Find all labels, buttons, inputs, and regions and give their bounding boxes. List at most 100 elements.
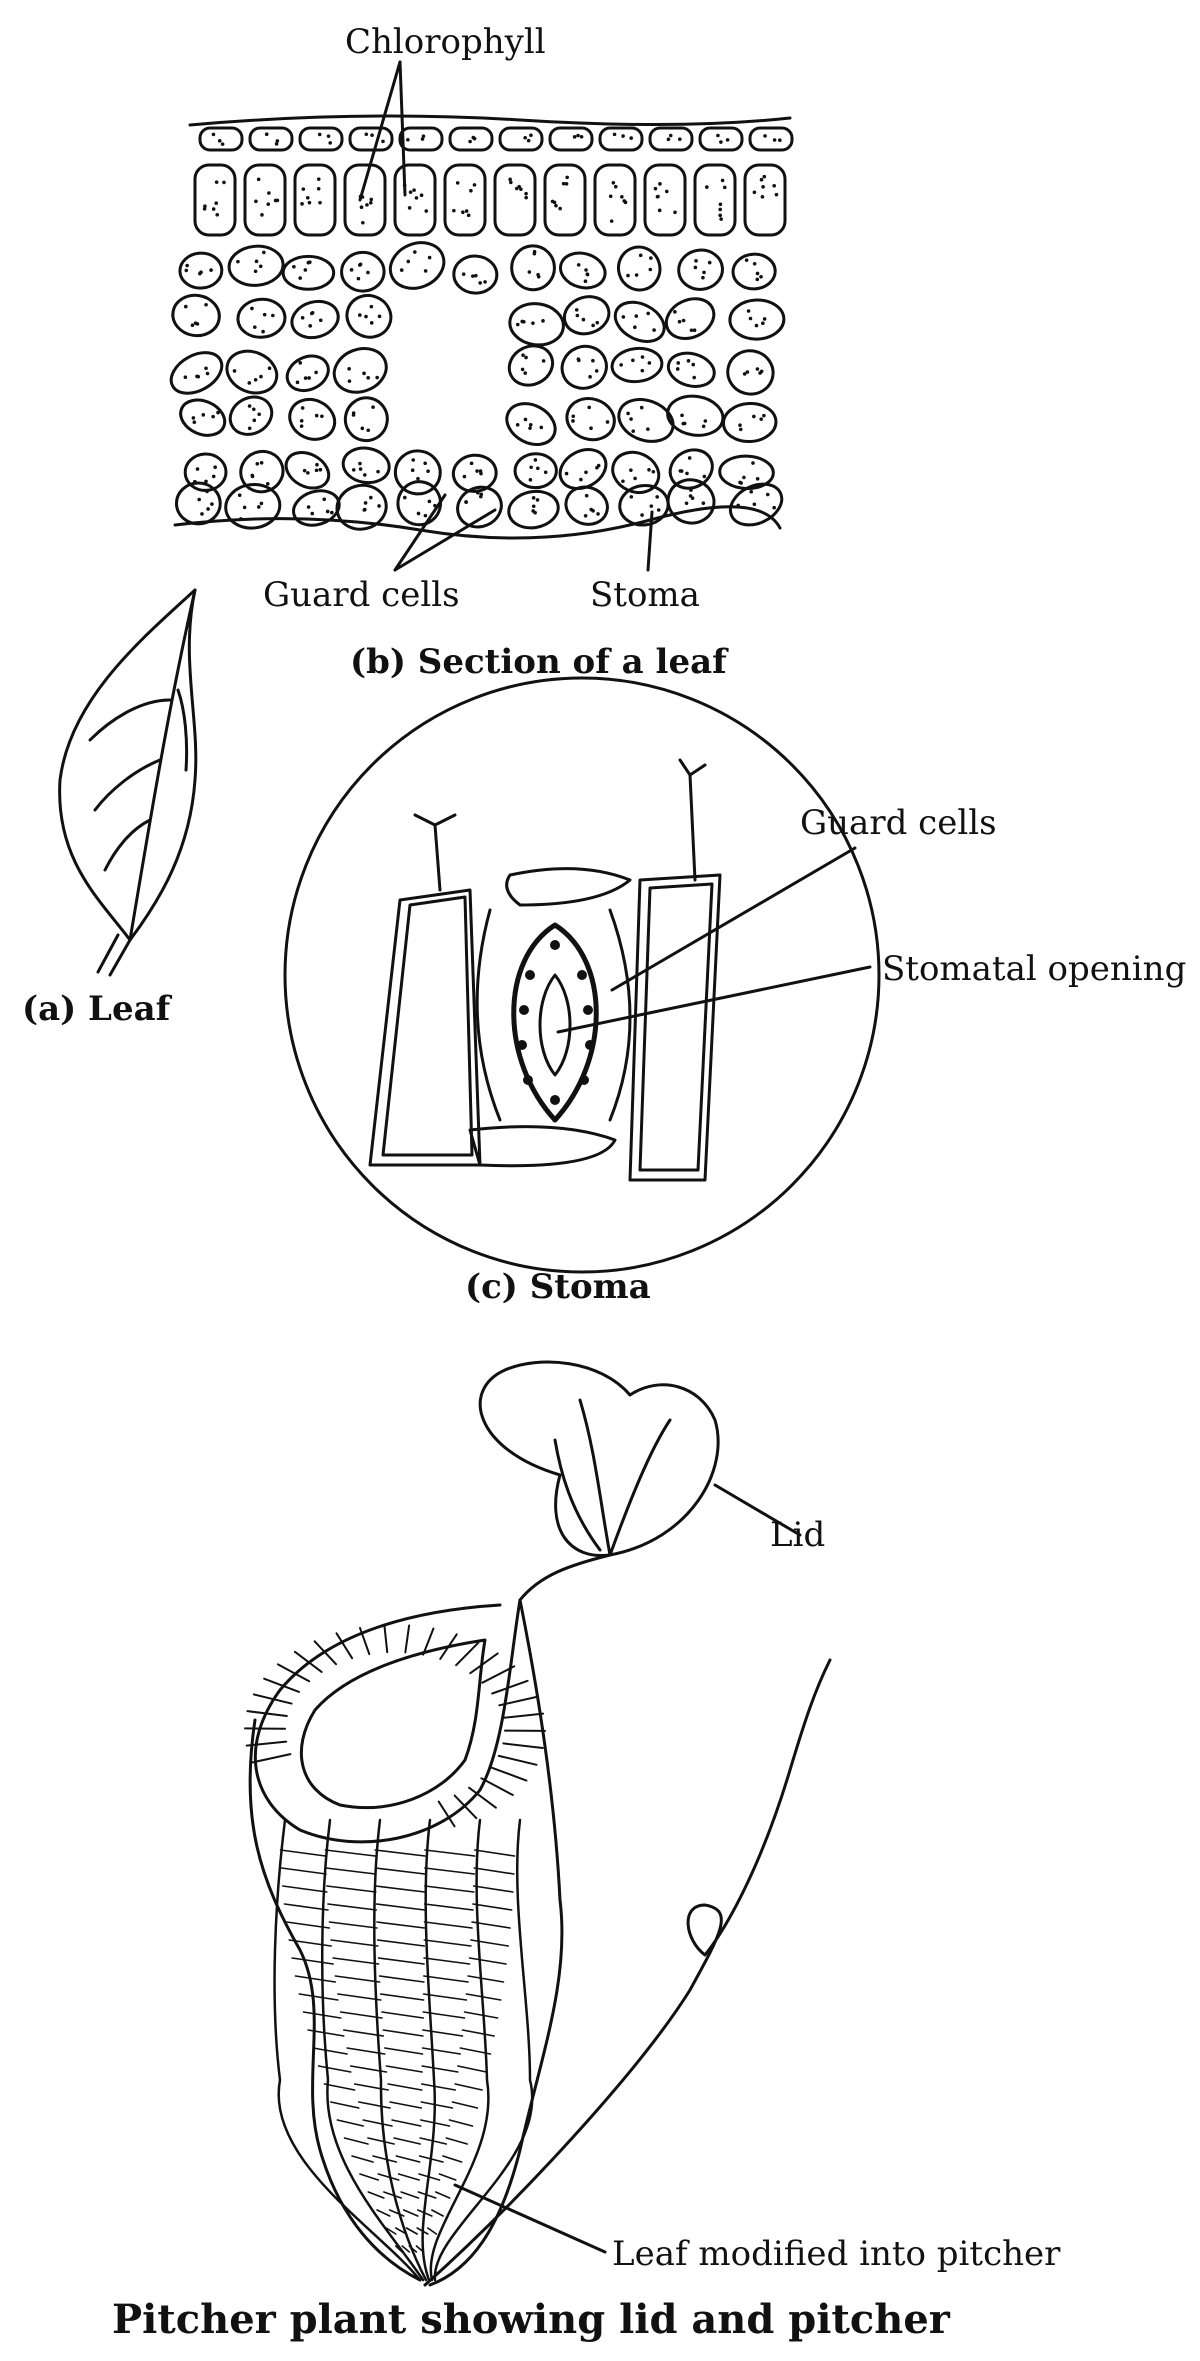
chlorophyll-dot <box>205 371 210 376</box>
chlorophyll-dot <box>629 468 633 472</box>
spongy-cell <box>284 451 331 490</box>
chlorophyll-dot <box>738 427 743 432</box>
chlorophyll-dot <box>738 423 742 427</box>
chlorophyll-dot <box>738 480 742 485</box>
chlorophyll-dot <box>508 177 512 182</box>
pitcher-hatch <box>298 1993 339 2001</box>
pitcher-hatch <box>471 1921 511 1929</box>
lower-epidermis-edge <box>173 505 782 540</box>
chlorophyll-dot <box>579 477 583 482</box>
chlorophyll-dot <box>572 135 577 139</box>
spongy-cell <box>721 401 778 444</box>
chlorophyll-dot <box>301 187 306 191</box>
spongy-cell <box>731 252 777 291</box>
chlorophyll-dot <box>528 423 533 427</box>
chlorophyll-dot <box>362 371 366 376</box>
chlorophyll-dot <box>198 271 202 276</box>
chlorophyll-dot <box>640 513 644 517</box>
chlorophyll-dot <box>472 136 477 141</box>
epidermis-cell <box>248 126 294 152</box>
chlorophyll-dot <box>363 501 368 505</box>
pitcher-hatch <box>423 1885 475 1893</box>
chlorophyll-dot <box>183 375 188 380</box>
lid-vein-2 <box>608 1418 672 1557</box>
chlorophyll-dot <box>349 268 354 272</box>
epidermis-cell <box>648 126 694 152</box>
chlorophyll-dot <box>204 302 208 307</box>
chlorophyll-dot <box>760 195 765 199</box>
pitcher-hatch <box>448 2119 474 2127</box>
chlorophyll-dot <box>421 134 426 139</box>
chlorophyll-dot <box>524 195 528 200</box>
pitcher-hatch <box>291 1957 334 1965</box>
chlorophyll-dot <box>483 280 487 284</box>
chlorophyll-dot <box>611 180 616 185</box>
rim-rib <box>453 1794 478 1820</box>
pitcher-hatch <box>422 1993 468 2001</box>
chlorophyll-dot <box>362 508 367 512</box>
chlorophyll-dot <box>509 180 513 185</box>
pitcher-hatch <box>415 2245 425 2253</box>
chlorophyll-dot <box>423 513 428 518</box>
chlorophyll-dot <box>701 501 706 505</box>
chlorophyll-dot <box>685 471 689 476</box>
spongy-cell <box>510 244 556 292</box>
rim-rib <box>481 1665 516 1684</box>
chlorophyll-dot <box>581 317 586 322</box>
chlorophyll-dot <box>213 465 217 469</box>
spongy-cell <box>617 398 675 443</box>
chlorophyll-dot <box>254 199 258 204</box>
rim-rib <box>455 1641 480 1667</box>
chlorophyll-dot <box>652 328 656 332</box>
spongy-cell <box>224 483 282 530</box>
chlorophyll-dot <box>364 132 369 137</box>
chlorophyll-dot <box>265 482 270 486</box>
chlorophyll-dot <box>686 359 691 363</box>
pitcher-hatch <box>307 2029 345 2037</box>
chlorophyll-dot <box>195 322 200 326</box>
chlorophyll-dot <box>528 426 532 430</box>
pitcher-hatch <box>279 1849 327 1857</box>
stoma-magnifier-circle <box>283 676 881 1274</box>
pitcher-hatch <box>294 1975 337 1983</box>
chlorophyll-dot <box>673 210 677 215</box>
chlorophyll-dot <box>211 132 216 137</box>
spongy-cell <box>169 351 224 395</box>
chlorophyll-dot <box>314 468 319 473</box>
spongy-cell <box>288 397 337 441</box>
chlorophyll-dot <box>583 513 588 518</box>
chlorophyll-dot <box>365 203 369 207</box>
pitcher-hatch <box>405 2227 418 2235</box>
chlorophyll-dot <box>326 134 331 138</box>
chlorophyll-dot <box>314 370 318 375</box>
pitcher-hatch <box>343 2137 369 2145</box>
chlorophyll-dot <box>232 369 237 373</box>
pitcher-hatch <box>417 2209 433 2217</box>
chlorophyll-dot <box>274 142 279 146</box>
chlorophyll-dot <box>692 375 697 380</box>
chlorophyll-dot <box>702 270 706 275</box>
chlorophyll-dot <box>619 363 623 367</box>
spongy-cells <box>169 241 786 531</box>
pitcher-hatch <box>302 2011 342 2019</box>
chlorophyll-dot <box>623 200 628 205</box>
chlorophyll-dot <box>762 413 766 418</box>
chlorophyll-dot <box>314 413 319 418</box>
guard-cell-chloroplast <box>550 940 560 950</box>
chlorophyll-dot <box>211 414 215 419</box>
chlorophyll-dot <box>629 136 633 140</box>
pitcher-hatch <box>423 1921 473 1929</box>
rim-rib <box>497 1754 538 1766</box>
chlorophyll-dot <box>579 134 584 139</box>
chlorophyll-dot <box>583 279 588 284</box>
chlorophyll-dot <box>689 488 693 492</box>
pitcher-body-right <box>428 1598 564 2287</box>
pitcher-hatch <box>395 2227 408 2235</box>
chlorophyll-dot <box>772 138 777 142</box>
leaf-vein-2 <box>93 758 162 812</box>
spongy-cell <box>225 349 279 395</box>
chlorophyll-dot <box>426 469 430 474</box>
chlorophyll-dot <box>576 133 580 138</box>
chlorophyll-dot <box>761 185 765 189</box>
